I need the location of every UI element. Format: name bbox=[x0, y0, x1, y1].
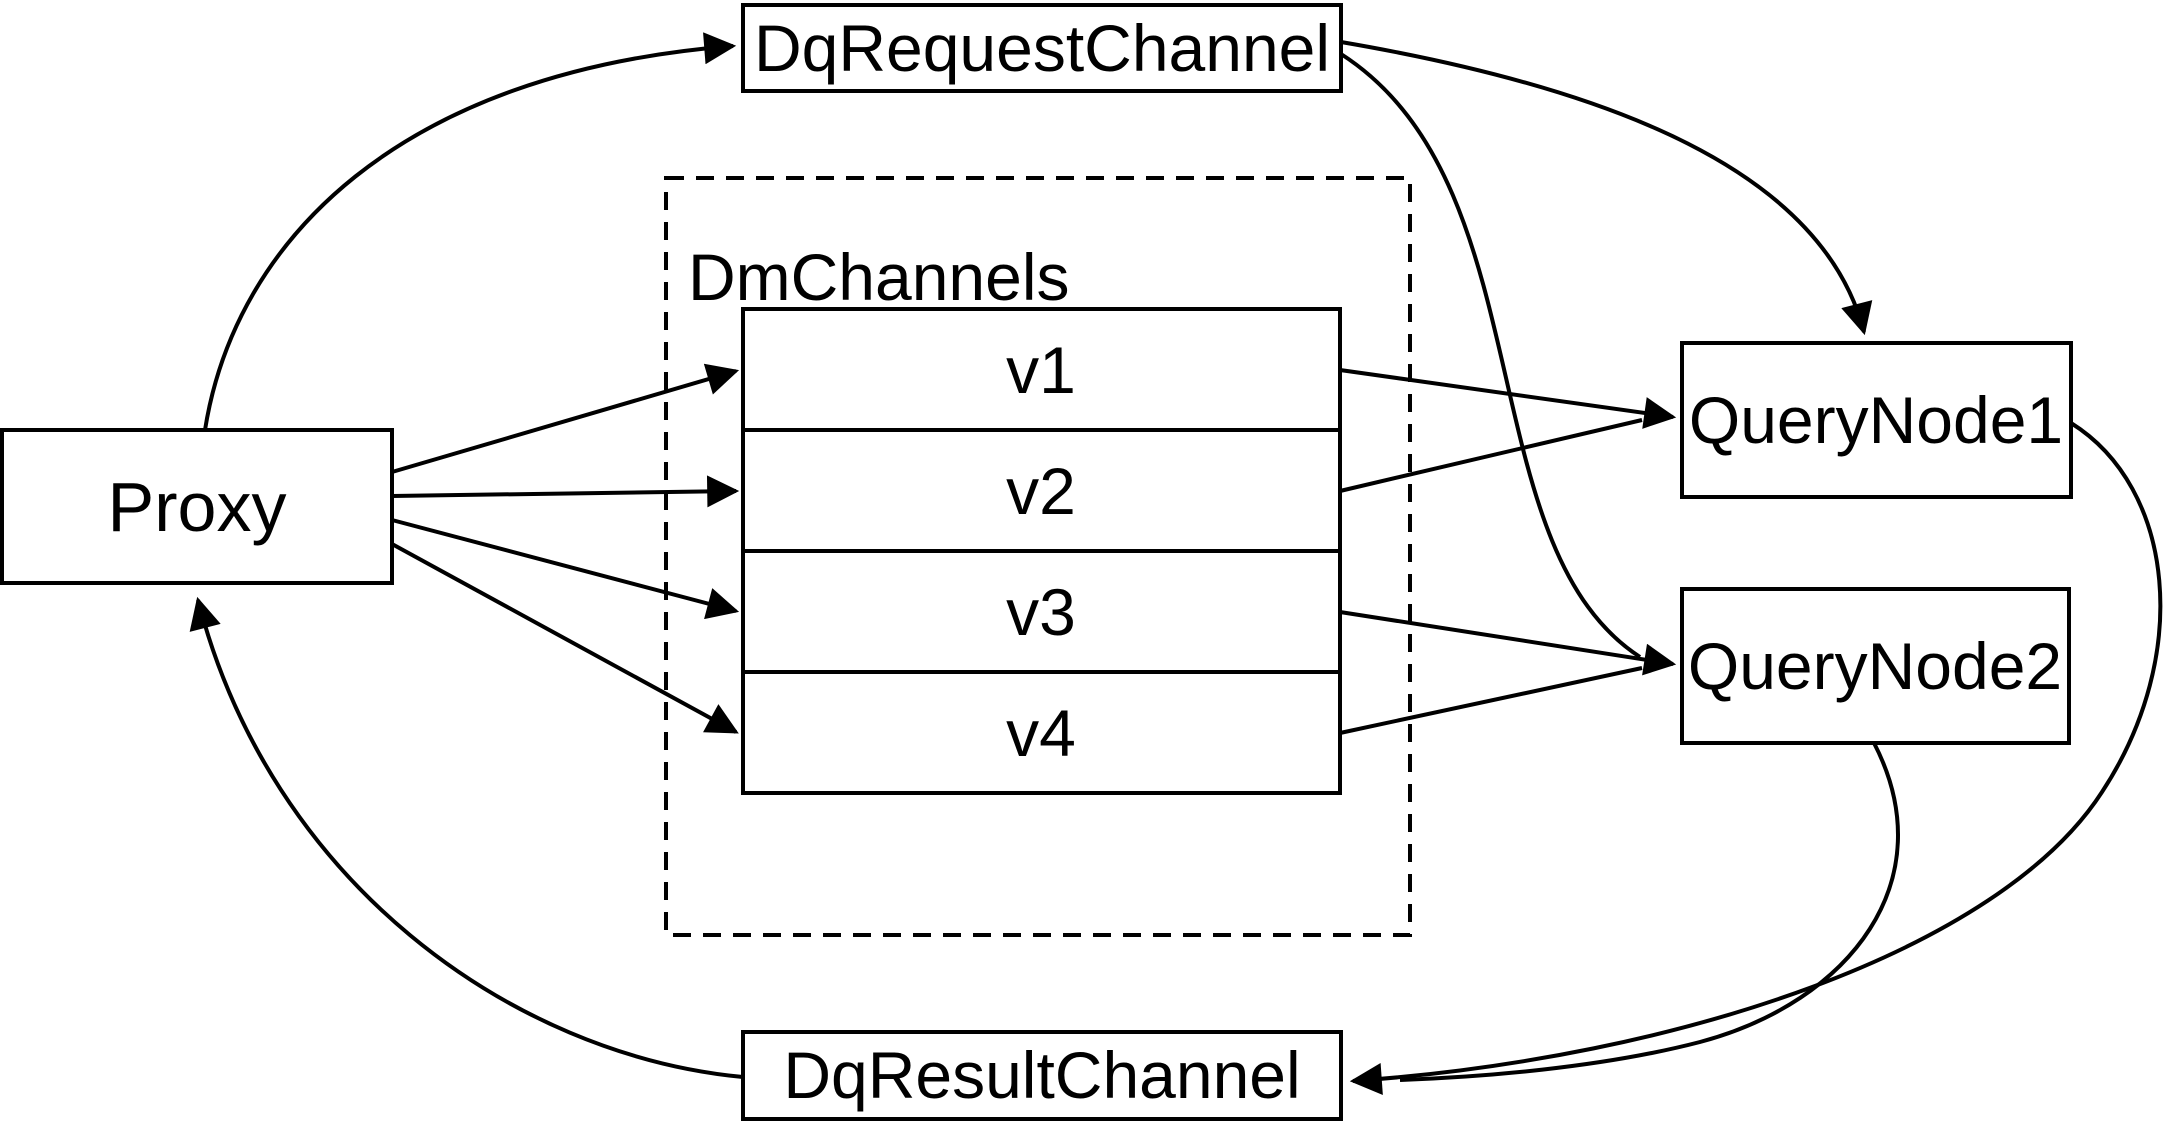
dq-request-channel-label: DqRequestChannel bbox=[754, 11, 1330, 85]
edge-querynode2-to-dqresultchannel bbox=[1399, 742, 1900, 1082]
proxy-box bbox=[0, 428, 394, 585]
dm-channels-label: DmChannels bbox=[688, 240, 1070, 314]
dm-channels-dashed-box bbox=[664, 176, 1412, 937]
edge-proxy-to-v3 bbox=[391, 518, 740, 620]
edge-v4-to-querynode2 bbox=[1339, 666, 1643, 735]
channel-row-v2-label: v2 bbox=[1006, 454, 1076, 528]
channel-row-v3-label: v3 bbox=[1006, 575, 1076, 649]
node-query-node1: QueryNode1 bbox=[1680, 341, 2073, 499]
dq-result-channel-label: DqResultChannel bbox=[783, 1038, 1300, 1112]
query-node2-box bbox=[1680, 587, 2071, 745]
edge-querynode1-to-dqresultchannel bbox=[1349, 421, 2163, 1095]
node-query-node2: QueryNode2 bbox=[1680, 587, 2071, 745]
edge-proxy-to-v1 bbox=[391, 363, 740, 474]
dq-request-channel-box bbox=[741, 3, 1343, 93]
query-node1-box bbox=[1680, 341, 2073, 499]
channel-row-v1-label: v1 bbox=[1006, 333, 1076, 407]
query-node1-label: QueryNode1 bbox=[1689, 383, 2063, 457]
node-dq-result-channel: DqResultChannel bbox=[741, 1030, 1343, 1121]
channel-row-v4-label: v4 bbox=[1006, 696, 1076, 770]
edge-v1-to-querynode1 bbox=[1339, 368, 1677, 429]
edges-layer bbox=[189, 32, 2163, 1095]
dq-result-channel-box bbox=[741, 1030, 1343, 1121]
node-proxy: Proxy bbox=[0, 428, 394, 585]
edge-proxy-to-dqrequestchannel bbox=[203, 32, 737, 431]
edge-v2-to-querynode1 bbox=[1339, 418, 1643, 493]
edge-v3-to-querynode2 bbox=[1339, 610, 1677, 676]
node-dq-request-channel: DqRequestChannel bbox=[741, 3, 1343, 93]
edge-dqrequestchannel-to-querynode1 bbox=[1340, 40, 1873, 336]
edge-dqrequestchannel-to-querynode2 bbox=[1339, 52, 1642, 659]
group-dm-channels: DmChannels v1 v2 v3 v4 bbox=[664, 176, 1412, 937]
dm-channel-table: v1 v2 v3 v4 bbox=[741, 307, 1342, 795]
edge-proxy-to-v4 bbox=[391, 542, 739, 734]
query-node2-label: QueryNode2 bbox=[1688, 629, 2062, 703]
edge-proxy-to-v2 bbox=[391, 475, 740, 508]
proxy-label: Proxy bbox=[108, 468, 287, 546]
edge-dqresultchannel-to-proxy bbox=[189, 596, 744, 1079]
